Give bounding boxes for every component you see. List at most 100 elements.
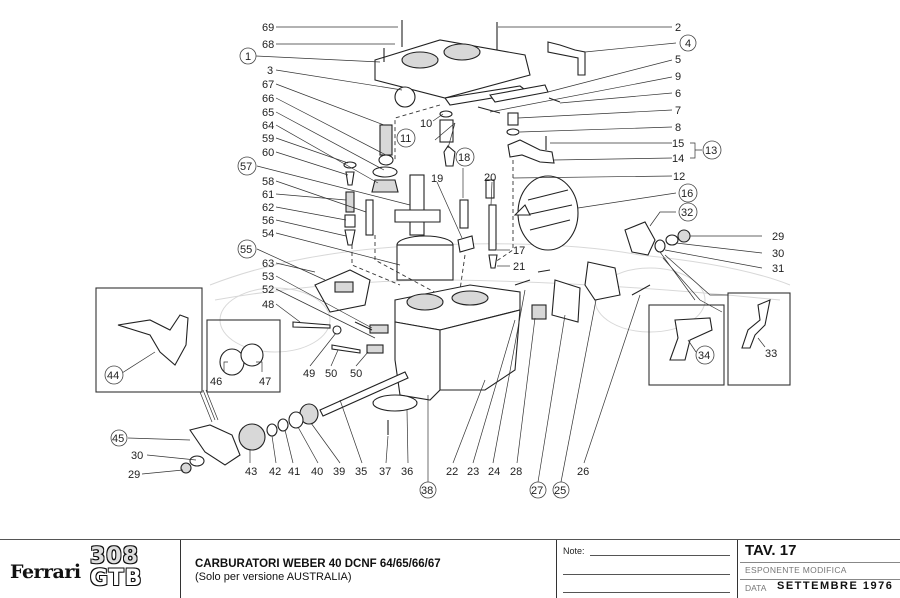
callout-circle-55 <box>237 239 257 259</box>
part-14-lever <box>507 139 555 164</box>
part-17-emulsion-tube <box>488 204 497 251</box>
part-11-needle-valve <box>439 119 454 143</box>
callout-27: 27 <box>531 485 543 497</box>
callout-32: 32 <box>681 207 693 219</box>
ferrari-logo: Ferrari <box>10 561 81 583</box>
callout-circle-13 <box>702 140 722 160</box>
note-line <box>590 555 730 556</box>
document-title: CARBURATORI WEBER 40 DCNF 64/65/66/67 <box>195 558 441 570</box>
part-48-screw <box>292 321 331 329</box>
part-27-diaphragm <box>551 279 581 323</box>
part-56-jet <box>344 229 356 246</box>
callout-56: 56 <box>262 215 274 227</box>
inset-box-33 <box>727 292 791 386</box>
part-53-screw <box>354 321 373 331</box>
callout-42: 42 <box>269 466 281 478</box>
callout-41: 41 <box>288 466 300 478</box>
model-variant: GTB <box>90 566 143 591</box>
assembly-guide-line <box>394 104 441 160</box>
note-label: Note: <box>563 546 585 556</box>
callout-38: 38 <box>421 485 433 497</box>
callout-52: 52 <box>262 284 274 296</box>
part-64-plug <box>371 179 399 193</box>
callout-43: 43 <box>245 466 257 478</box>
assembly-guide-line <box>494 160 514 263</box>
callout-66: 66 <box>262 93 274 105</box>
callout-28: 28 <box>510 466 522 478</box>
callout-circle-38 <box>419 481 437 499</box>
callout-circle-1 <box>239 47 257 65</box>
part-59-washer <box>343 161 357 169</box>
model-logo: 308 GTB <box>90 546 170 590</box>
callout-50: 50 <box>325 368 337 380</box>
part-6-pin <box>548 97 561 103</box>
part-44-lever <box>117 314 189 366</box>
callout-circle-25 <box>552 481 570 499</box>
callout-8: 8 <box>675 122 681 134</box>
callout-7: 7 <box>675 105 681 117</box>
date-label: DATA <box>745 583 767 593</box>
inset-box-46-47 <box>206 319 281 393</box>
part-49-nut <box>332 325 342 335</box>
part-46-cam <box>219 348 245 376</box>
callout-18: 18 <box>458 152 470 164</box>
assembly-guide-line <box>459 254 466 291</box>
part-52-spring <box>369 324 389 334</box>
part-65-gasket <box>372 166 398 178</box>
date-value: SETTEMBRE 1976 <box>777 580 894 592</box>
part-50-spring <box>366 344 384 354</box>
divider <box>737 540 738 598</box>
part-24-screw <box>514 279 531 286</box>
part-18-jet <box>459 199 469 229</box>
callout-57: 57 <box>240 161 252 173</box>
part-43-spring <box>238 423 266 451</box>
callout-37: 37 <box>379 466 391 478</box>
part-20-screw <box>485 179 495 199</box>
callout-64: 64 <box>262 120 274 132</box>
part-19-lever <box>457 235 475 253</box>
callout-circle-27 <box>529 481 547 499</box>
part-47-cam <box>240 343 264 367</box>
callout-61: 61 <box>262 189 274 201</box>
part-40-washer <box>288 411 304 429</box>
callout-35: 35 <box>355 466 367 478</box>
part-33-lever <box>741 299 771 349</box>
part-62-body <box>344 214 356 228</box>
revision-label: ESPONENTE MODIFICA <box>745 565 847 575</box>
part-66-washer <box>378 154 394 166</box>
part-29-nut-right <box>677 229 691 243</box>
part-29-nut-left <box>180 462 192 474</box>
part-16-air-horn <box>513 175 579 251</box>
part-61-spring <box>345 191 355 213</box>
callout-62: 62 <box>262 202 274 214</box>
callout-circle-34 <box>695 345 715 365</box>
callout-5: 5 <box>675 54 681 66</box>
part-26-screw <box>631 284 651 296</box>
callout-65: 65 <box>262 107 274 119</box>
part-7-screw <box>507 112 519 126</box>
callout-45: 45 <box>112 433 124 445</box>
divider <box>740 579 900 580</box>
callout-circle-32 <box>678 202 698 222</box>
callout-circle-45 <box>110 429 128 447</box>
divider <box>180 540 181 598</box>
callout-60: 60 <box>262 147 274 159</box>
part-31-bushing <box>654 239 666 253</box>
part-57-choke-body <box>396 244 454 281</box>
callout-47: 47 <box>259 376 271 388</box>
part-10-washer <box>439 110 453 118</box>
callout-31: 31 <box>772 263 784 275</box>
part-57-venturi-tube <box>409 174 425 236</box>
callout-15: 15 <box>672 138 684 150</box>
part-32-lever <box>624 221 656 256</box>
callout-13: 13 <box>705 145 717 157</box>
exploded-parts-diagram: 69 68 1 3 67 66 65 64 59 60 57 58 61 62 … <box>95 20 791 499</box>
part-9-pin <box>477 106 501 114</box>
assembly-guide-line <box>374 235 441 296</box>
part-4-bracket <box>547 41 586 76</box>
callout-30-left: 30 <box>131 450 143 462</box>
part-42-washer <box>266 423 278 437</box>
callout-29-right: 29 <box>772 231 784 243</box>
callout-49: 49 <box>303 368 315 380</box>
callout-44: 44 <box>107 370 119 382</box>
